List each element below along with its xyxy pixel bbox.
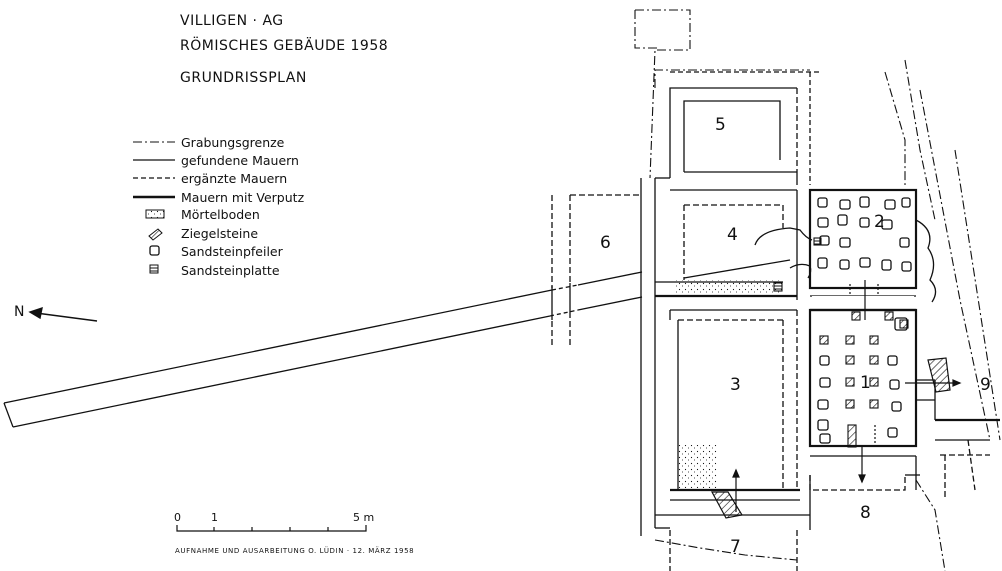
credit-line: AUFNAHME UND AUSARBEITUNG O. LÜDIN · 12.…	[175, 547, 415, 555]
legend-label: Ziegelsteine	[181, 225, 259, 241]
room-number-3: 3	[730, 375, 741, 395]
plan-title-building: RÖMISCHES GEBÄUDE 1958	[180, 38, 389, 54]
legend-label: Sandsteinpfeiler	[181, 243, 283, 259]
legend-label: Grabungsgrenze	[181, 134, 285, 150]
north-label: N	[14, 304, 25, 320]
room-number-8: 8	[860, 503, 871, 523]
plan-title-type: GRUNDRISSPLAN	[180, 70, 307, 86]
legend-item-ergaenzte-mauern: ergänzte Mauern	[178, 170, 287, 186]
room-number-6: 6	[600, 233, 611, 253]
legend-label: Sandsteinplatte	[181, 262, 280, 278]
corridor-wall	[3, 271, 643, 428]
excavation-boundary	[634, 9, 1001, 571]
sandstone-pillars	[817, 196, 912, 444]
legend-symbols	[133, 141, 175, 274]
legend-label: ergänzte Mauern	[181, 170, 288, 186]
legend-item-gefundene-mauern: gefundene Mauern	[178, 152, 299, 168]
scale-label-5m: 5 m	[353, 511, 375, 524]
legend-label: gefundene Mauern	[181, 152, 299, 168]
legend-label: Mauern mit Verputz	[181, 189, 305, 205]
scale-label-1: 1	[211, 511, 218, 524]
sandstone-plates	[773, 237, 909, 448]
room-number-5: 5	[715, 115, 726, 135]
mortar-floor-3	[678, 445, 718, 488]
north-arrow-icon	[28, 306, 98, 322]
room-number-9: 9	[980, 375, 991, 395]
brick-9	[927, 357, 951, 393]
brick-7	[710, 491, 743, 519]
plan-title-location: VILLIGEN · AG	[180, 13, 284, 29]
legend-item-sandsteinpfeiler: Sandsteinpfeiler	[178, 243, 283, 259]
legend-label: Mörtelboden	[181, 206, 260, 222]
scale-bar	[176, 525, 367, 532]
scale-label-0: 0	[174, 511, 181, 524]
room-number-7: 7	[730, 537, 741, 557]
legend-item-sandsteinplatte: Sandsteinplatte	[178, 262, 280, 278]
mortar-floor-4	[676, 280, 783, 294]
legend-item-moertelboden: Mörtelboden	[178, 206, 260, 222]
legend-item-grabungsgrenze: Grabungsgrenze	[178, 134, 284, 150]
room-number-1: 1	[860, 373, 871, 393]
room-number-4: 4	[727, 225, 738, 245]
legend-item-mauern-mit-verputz: Mauern mit Verputz	[178, 189, 304, 205]
room-number-2: 2	[874, 212, 885, 232]
legend-item-ziegelsteine: Ziegelsteine	[178, 225, 258, 241]
corridor-gap	[551, 284, 579, 291]
